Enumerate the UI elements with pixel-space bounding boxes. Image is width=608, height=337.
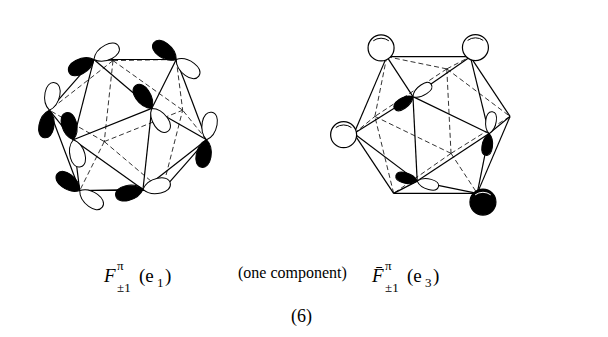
radial-orbital	[368, 35, 394, 61]
hidden-edge	[447, 69, 451, 154]
p-orbital-lobe	[130, 81, 158, 113]
cluster-edge	[413, 97, 417, 182]
orbital-label: π	[385, 259, 392, 272]
figure-number: (6)	[291, 307, 312, 325]
p-orbital-lobe	[37, 109, 57, 139]
hidden-edge	[354, 116, 375, 133]
cluster-edge	[73, 108, 151, 139]
hidden-edge	[104, 61, 113, 142]
p-orbital-lobe	[141, 176, 172, 197]
p-orbital-lobe	[66, 138, 88, 169]
cluster-edge	[470, 57, 510, 117]
cluster-edge	[387, 56, 471, 57]
p-orbital-lobe	[484, 111, 498, 134]
orbital-label: 1	[157, 276, 164, 289]
radial-orbital	[470, 189, 496, 215]
orbital-label: ±1	[117, 281, 131, 294]
hidden-edge	[394, 153, 451, 193]
hidden-edge	[447, 57, 471, 69]
p-orbital-lobe	[416, 176, 440, 192]
p-orbital-lobe	[481, 133, 495, 156]
p-orbital-lobe	[395, 170, 419, 186]
orbital-label: (e	[407, 266, 422, 285]
cluster-edge	[354, 134, 394, 194]
hidden-edge	[387, 57, 447, 69]
p-orbital-lobe	[90, 40, 122, 66]
orbital-label: F	[104, 266, 116, 285]
orbital-shading	[336, 125, 352, 128]
orbital-label: )	[433, 266, 439, 285]
p-orbital-lobe	[53, 168, 84, 197]
orbital-shading	[373, 38, 389, 41]
p-orbital-lobe	[66, 53, 98, 79]
cluster-edge	[143, 108, 152, 189]
left-cluster	[37, 37, 219, 213]
p-orbital-lobe	[59, 111, 81, 142]
hidden-edge	[375, 69, 447, 117]
hidden-edge	[447, 69, 510, 117]
radial-orbital	[331, 122, 357, 148]
hidden-edge	[451, 116, 510, 153]
p-orbital-lobe	[194, 138, 214, 168]
p-orbital-lobe	[114, 182, 145, 203]
cluster-edge	[413, 97, 489, 134]
cluster-edge	[387, 57, 413, 97]
p-orbital-lobe	[410, 80, 434, 101]
orbital-label: )	[165, 266, 171, 285]
orbital-shading	[475, 192, 491, 195]
p-orbital-lobe	[172, 53, 203, 82]
hidden-edge	[375, 116, 451, 153]
cluster-edge	[354, 57, 387, 134]
orbital-label: (e	[139, 266, 154, 285]
p-orbital-lobe	[146, 104, 174, 136]
cluster-edge	[394, 193, 478, 194]
hidden-edge	[375, 57, 387, 117]
p-orbital-lobe	[199, 111, 219, 141]
p-orbital-lobe	[42, 81, 62, 111]
orbital-label: π	[117, 259, 124, 272]
right-cluster	[331, 35, 510, 215]
orbital-label: 3	[425, 276, 432, 289]
hidden-edge	[49, 110, 104, 141]
cluster-edge	[152, 59, 177, 108]
p-orbital-lobe	[392, 92, 416, 113]
note-text: (one component)	[238, 265, 347, 281]
hidden-edge	[451, 153, 477, 193]
hidden-edge	[375, 116, 394, 193]
orbital-shading	[468, 38, 484, 41]
radial-orbital	[462, 35, 488, 61]
orbital-label: F̄	[372, 266, 384, 285]
orbital-label: ±1	[385, 281, 399, 294]
